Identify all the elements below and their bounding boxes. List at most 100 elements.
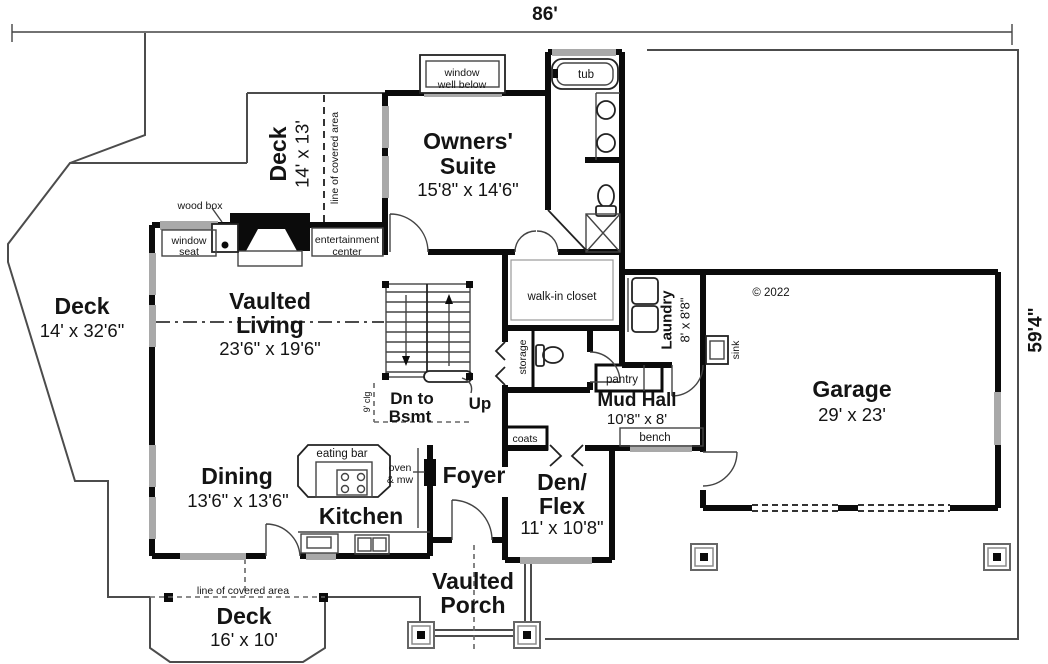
sink-basin xyxy=(596,133,616,153)
living-label-1: Vaulted xyxy=(229,288,311,314)
window-seat-label-1: window xyxy=(170,235,206,247)
porch-label-2: Porch xyxy=(440,592,505,618)
living-label-2: Living xyxy=(236,312,304,338)
kitchen-sink xyxy=(306,536,332,549)
closet-double-doors xyxy=(514,230,559,253)
oven-mw-label-1: oven xyxy=(389,462,412,474)
dining-size: 13'6" x 13'6" xyxy=(187,490,288,511)
covered-area-dashes xyxy=(150,383,475,650)
deck-top-label: Deck xyxy=(265,126,291,181)
shower-door xyxy=(547,209,587,251)
den-label-1: Den/ xyxy=(537,469,587,495)
garage-sink xyxy=(705,335,729,365)
mud-hall-size: 10'8" x 8' xyxy=(607,411,667,428)
garage-sink-label: sink xyxy=(730,340,742,359)
entertainment-center-label-1: entertainment xyxy=(315,234,379,246)
porch-post xyxy=(407,621,435,649)
garage-fixtures xyxy=(705,335,950,512)
wall-oven xyxy=(424,459,436,486)
laundry-size: 8' x 8'8" xyxy=(678,297,693,342)
coats-label: coats xyxy=(512,433,537,445)
dimension-lines xyxy=(11,24,1013,45)
powder-toilet-bowl xyxy=(542,346,564,364)
pantry-closet xyxy=(594,363,664,393)
entertainment-center-label-2: center xyxy=(332,246,362,258)
stairwell xyxy=(385,283,471,378)
owners-suite-size: 15'8" x 14'6" xyxy=(417,179,518,200)
garage-post xyxy=(983,543,1011,571)
hearth xyxy=(237,250,303,267)
labels: 86' 59'4" Owners' Suite 15'8" x 14'6" wi… xyxy=(40,4,1047,650)
height-dimension-label: 59'4" xyxy=(1026,307,1047,352)
powder-toilet-tank xyxy=(535,344,545,367)
toilet-bowl xyxy=(597,184,615,208)
deck-bottom-label: Deck xyxy=(217,603,272,629)
covered-area-bottom-label: line of covered area xyxy=(197,585,289,597)
foyer-label: Foyer xyxy=(443,462,506,488)
covered-area-top-label: line of covered area xyxy=(329,112,341,204)
oven-leader-dot xyxy=(424,469,430,475)
coats-closet xyxy=(502,425,549,451)
den-label-2: Flex xyxy=(539,493,585,519)
width-dimension-label: 86' xyxy=(532,4,558,25)
laundry-label: Laundry xyxy=(659,290,676,350)
owners-suite-door xyxy=(389,213,429,253)
owners-suite-label-2: Suite xyxy=(440,153,496,179)
window-seat-window xyxy=(160,221,218,230)
wood-box-label: wood box xyxy=(177,200,224,212)
cooktop xyxy=(336,469,368,496)
garage-door-openings xyxy=(752,504,950,512)
washer xyxy=(631,277,659,305)
window-seat-label-2: seat xyxy=(179,246,199,258)
stair-treads xyxy=(386,291,470,373)
bench-label: bench xyxy=(639,432,670,444)
pantry-label: pantry xyxy=(606,374,638,386)
dining-label: Dining xyxy=(201,463,273,489)
copyright-label: © 2022 xyxy=(752,287,789,299)
owners-bath-fixtures xyxy=(547,58,621,253)
tub-label: tub xyxy=(578,69,594,81)
top-dimension-line xyxy=(11,24,1013,45)
posts xyxy=(407,543,1011,649)
up-label-leader xyxy=(461,377,473,394)
garage-label: Garage xyxy=(812,376,891,402)
mud-hall-label: Mud Hall xyxy=(597,390,676,411)
owners-suite-label-1: Owners' xyxy=(423,128,513,154)
laundry-door xyxy=(671,364,704,397)
window-well xyxy=(419,54,506,94)
eating-bar-label: eating bar xyxy=(316,448,367,460)
window-seat-bench xyxy=(161,229,217,257)
porch-post xyxy=(513,621,541,649)
garage-size: 29' x 23' xyxy=(818,404,886,425)
powder-door xyxy=(589,351,621,383)
bench-seat xyxy=(619,427,704,447)
stairs-down-label-1: Dn to xyxy=(390,389,433,408)
fireplace-wall xyxy=(161,207,384,267)
kitchen-island xyxy=(297,444,391,498)
oven-mw-label-2: & mw xyxy=(387,474,414,486)
laundry-fixtures xyxy=(627,277,659,333)
deck-top-size: 14' x 13' xyxy=(292,120,313,188)
dashed-lines xyxy=(150,95,475,650)
firebox xyxy=(246,229,297,251)
porch-label-1: Vaulted xyxy=(432,568,514,594)
up-arrow xyxy=(445,294,453,304)
stairs-down-label-2: Bsmt xyxy=(389,407,432,426)
garage-post xyxy=(690,543,718,571)
closet-shelving xyxy=(510,259,614,321)
storage-label: storage xyxy=(517,339,529,374)
shower xyxy=(585,213,621,253)
handrail xyxy=(423,370,473,383)
shower-glass xyxy=(585,213,621,253)
kitchen-label: Kitchen xyxy=(319,503,403,529)
stairs-up-label: Up xyxy=(469,394,492,413)
deck-outline-paths xyxy=(7,33,1019,663)
island-cabinet xyxy=(315,461,373,498)
front-door xyxy=(451,499,493,541)
vanity-counter xyxy=(595,92,620,160)
den-size: 11' x 10'8" xyxy=(520,517,603,538)
wood-box-leader xyxy=(211,207,223,223)
stairs xyxy=(382,281,473,394)
dishwasher xyxy=(354,534,390,555)
bathtub xyxy=(551,58,619,90)
